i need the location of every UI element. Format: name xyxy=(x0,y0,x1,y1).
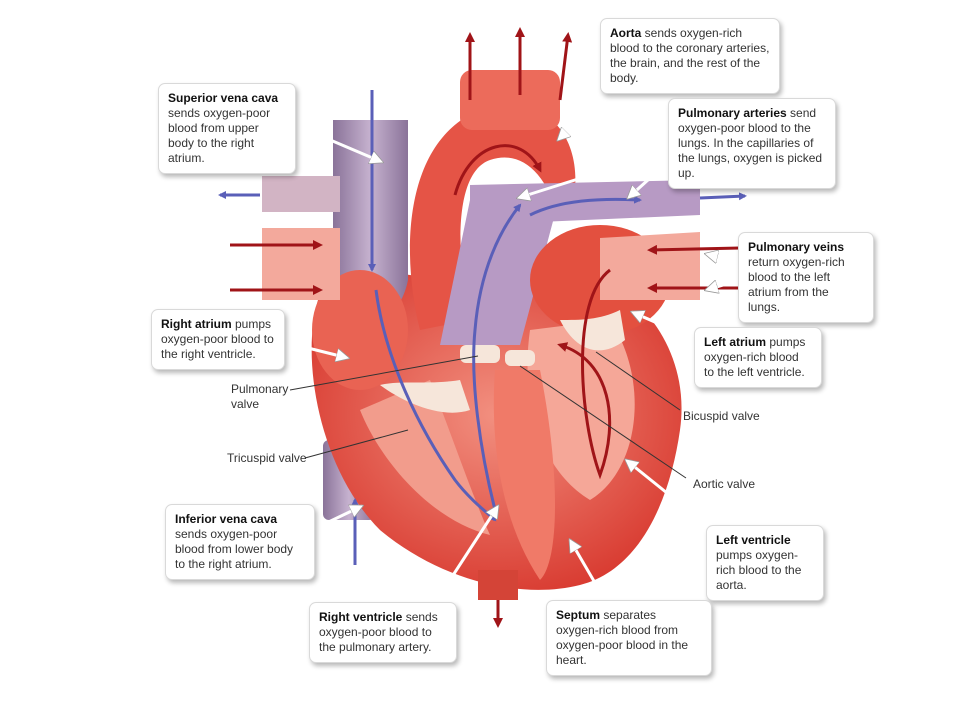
aortic-valve-shape xyxy=(505,350,535,366)
pulmonary-veins-callout-title: Pulmonary veins xyxy=(748,240,845,254)
superior-vena-cava-callout-title: Superior vena cava xyxy=(168,91,279,105)
red-flow-arrow xyxy=(647,244,741,255)
leader-line xyxy=(289,355,479,391)
leader-line xyxy=(519,365,687,479)
pulmonary-arteries-callout: Pulmonary arteries send oxygen-poor bloo… xyxy=(668,98,836,189)
pointer-arrow xyxy=(706,254,741,262)
pointer-arrow xyxy=(626,460,709,528)
leader-line xyxy=(595,351,681,411)
right-ventricle-callout-title: Right ventricle xyxy=(319,610,403,624)
inferior-vena-cava-callout-text: sends oxygen-poor blood from lower body … xyxy=(175,527,294,571)
septum-wall xyxy=(493,370,555,580)
left-ventricle-callout: Left ventricle pumps oxygen-rich blood t… xyxy=(706,525,824,601)
pointer-arrow xyxy=(628,158,672,198)
blue-flow-arrow xyxy=(374,289,497,522)
inferior-vena-cava-callout: Inferior vena cava sends oxygen-poor blo… xyxy=(165,504,315,580)
right-atrium-callout: Right atrium pumps oxygen-poor blood to … xyxy=(151,309,285,370)
left-pulmonary-veins xyxy=(600,232,700,300)
pointer-arrow xyxy=(518,148,671,198)
descending-aorta xyxy=(478,570,518,600)
right-atrium-callout-title: Right atrium xyxy=(161,317,232,331)
bicuspid-valve-label: Bicuspid valve xyxy=(683,409,760,423)
bicuspid-valve-shape xyxy=(560,310,625,351)
pointer-arrow xyxy=(283,340,348,358)
pointer-arrow xyxy=(706,278,741,290)
blue-flow-arrow xyxy=(472,203,522,511)
red-flow-arrow xyxy=(453,144,542,196)
pulmonary-veins-callout-text: return oxygen-rich blood to the left atr… xyxy=(748,255,845,314)
leader-line xyxy=(304,429,409,459)
pulmonary-veins-callout: Pulmonary veins return oxygen-rich blood… xyxy=(738,232,874,323)
pulmonary-trunk xyxy=(440,195,560,345)
red-flow-arrow xyxy=(557,268,612,480)
right-ventricle-callout-text: sends oxygen-poor blood to the pulmonary… xyxy=(319,610,438,654)
right-ventricle-callout: Right ventricle sends oxygen-poor blood … xyxy=(309,602,457,663)
left-atrium-callout-title: Left atrium xyxy=(704,335,767,349)
pointer-arrow xyxy=(570,540,607,601)
septum-callout: Septum separates oxygen-rich blood from … xyxy=(546,600,712,676)
left-ventricle-callout-title: Left ventricle xyxy=(716,533,791,547)
septum-callout-text: separates oxygen-rich blood from oxygen-… xyxy=(556,608,689,667)
left-ventricle-callout-text: pumps oxygen-rich blood to the aorta. xyxy=(716,548,802,592)
pointer-arrow xyxy=(632,312,697,342)
right-ventricle-chamber xyxy=(360,380,490,535)
red-flow-arrow xyxy=(558,32,573,101)
aorta-branches xyxy=(460,70,560,130)
aorta-callout-text: sends oxygen-rich blood to the coronary … xyxy=(610,26,770,85)
pulmonary-valve-label: Pulmonary valve xyxy=(231,382,289,411)
pointer-arrow xyxy=(433,506,498,604)
aorta-callout: Aorta sends oxygen-rich blood to the cor… xyxy=(600,18,780,94)
left-ventricle-chamber xyxy=(527,320,635,500)
aorta-callout-title: Aorta xyxy=(610,26,642,40)
pulmonary-arteries-vessel xyxy=(470,180,700,225)
superior-vena-cava-callout-text: sends oxygen-poor blood from upper body … xyxy=(168,106,271,165)
blue-flow-arrow xyxy=(699,192,747,201)
left-atrium-callout-text: pumps oxygen-rich blood to the left vent… xyxy=(704,335,806,379)
inferior-vena-cava-callout-title: Inferior vena cava xyxy=(175,512,278,526)
tricuspid-valve-label: Tricuspid valve xyxy=(227,451,307,465)
pointer-arrow xyxy=(315,506,362,530)
left-upper-vessel xyxy=(262,176,340,212)
left-atrium-callout: Left atrium pumps oxygen-rich blood to t… xyxy=(694,327,822,388)
pulmonary-valve-shape xyxy=(460,345,500,363)
pointer-arrow xyxy=(294,123,382,162)
pulmonary-arteries-callout-text: send oxygen-poor blood to the lungs. In … xyxy=(678,106,823,180)
aortic-valve-label: Aortic valve xyxy=(693,477,756,491)
superior-vena-cava-callout: Superior vena cava sends oxygen-poor blo… xyxy=(158,83,296,174)
septum-callout-title: Septum xyxy=(556,608,601,622)
right-atrium-callout-text: pumps oxygen-poor blood to the right ven… xyxy=(161,317,274,361)
pulmonary-arteries-callout-title: Pulmonary arteries xyxy=(678,106,787,120)
